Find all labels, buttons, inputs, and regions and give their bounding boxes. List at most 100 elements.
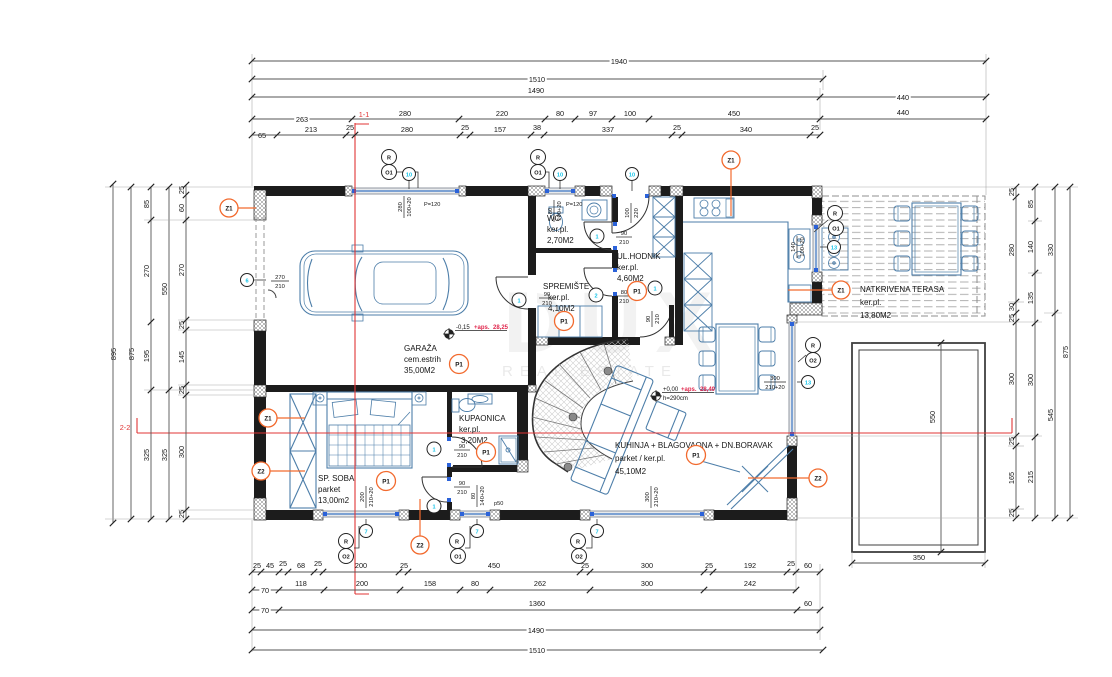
dim-texts-right: 25 280 30 25 300 25 165 25 85 140 135 30… — [911, 188, 1070, 564]
dim-texts-top: 1940 1510 1490 440 263 280 220 80 97 100… — [258, 55, 911, 140]
svg-text:ker.pl.: ker.pl. — [459, 425, 480, 434]
svg-text:60: 60 — [804, 599, 812, 608]
svg-text:262: 262 — [534, 579, 546, 588]
room-garage: GARAŽA cem.estrih 35,00M2 — [404, 344, 441, 375]
svg-text:90: 90 — [621, 231, 627, 237]
svg-text:7: 7 — [364, 530, 367, 536]
svg-text:210: 210 — [457, 453, 467, 459]
room-storage: SPREMIŠTE ker.pl. 4,10M2 — [543, 282, 589, 313]
level-markers: -0,15 +aps. 28,25 +0,00 +aps. 28,40 h=29… — [443, 325, 716, 402]
svg-text:Z2: Z2 — [416, 543, 424, 550]
svg-text:280: 280 — [1007, 244, 1016, 256]
svg-text:28,25: 28,25 — [493, 325, 509, 331]
svg-text:P1: P1 — [692, 453, 700, 460]
terrace-set — [893, 202, 979, 276]
svg-text:1940: 1940 — [611, 57, 627, 66]
svg-text:80: 80 — [548, 208, 554, 214]
svg-text:6: 6 — [245, 279, 248, 285]
svg-text:140: 140 — [1026, 241, 1035, 253]
svg-text:R: R — [811, 344, 815, 350]
svg-text:KUPAONICA: KUPAONICA — [459, 414, 506, 423]
svg-text:210: 210 — [457, 490, 467, 496]
label-east-window: 300 210+20 — [764, 376, 786, 391]
svg-text:28,40: 28,40 — [700, 387, 716, 393]
svg-text:25: 25 — [673, 123, 681, 132]
svg-text:25: 25 — [1007, 509, 1016, 517]
svg-text:60: 60 — [177, 204, 186, 212]
svg-text:100+20: 100+20 — [800, 237, 806, 257]
svg-text:25: 25 — [177, 186, 186, 194]
label-bath-door: 90 210 — [454, 444, 470, 459]
svg-text:280: 280 — [401, 125, 413, 134]
svg-text:100: 100 — [624, 109, 636, 118]
svg-text:270: 270 — [275, 275, 285, 281]
svg-text:cem.estrih: cem.estrih — [404, 355, 441, 364]
svg-text:210+20: 210+20 — [765, 385, 785, 391]
svg-text:25: 25 — [177, 386, 186, 394]
svg-text:Z1: Z1 — [225, 206, 233, 213]
svg-text:R: R — [344, 540, 348, 546]
svg-text:R: R — [833, 212, 837, 218]
car — [299, 244, 469, 322]
svg-text:145: 145 — [177, 351, 186, 363]
svg-text:1510: 1510 — [529, 75, 545, 84]
svg-text:2: 2 — [594, 294, 597, 300]
svg-text:P1: P1 — [482, 450, 490, 457]
svg-text:90: 90 — [459, 444, 465, 450]
svg-text:ker.pl.: ker.pl. — [617, 263, 638, 272]
marker-circles-orange — [219, 150, 851, 555]
svg-text:Z1: Z1 — [837, 288, 845, 295]
svg-text:210: 210 — [275, 284, 285, 290]
svg-text:R: R — [536, 156, 540, 162]
svg-text:25: 25 — [811, 123, 819, 132]
svg-text:100: 100 — [625, 208, 631, 218]
svg-text:+aps.: +aps. — [474, 325, 490, 331]
dim-texts-bottom: 25 45 25 68 25 200 25 450 25 300 25 192 … — [253, 559, 812, 657]
svg-text:100+20: 100+20 — [557, 201, 563, 221]
svg-text:O2: O2 — [809, 359, 816, 365]
svg-text:300: 300 — [770, 376, 780, 382]
svg-text:1: 1 — [653, 287, 656, 293]
svg-text:200: 200 — [356, 579, 368, 588]
svg-text:337: 337 — [602, 125, 614, 134]
svg-text:85: 85 — [142, 200, 151, 208]
furniture — [289, 196, 979, 510]
svg-text:70: 70 — [261, 586, 269, 595]
svg-text:350: 350 — [913, 553, 925, 562]
svg-text:1510: 1510 — [529, 646, 545, 655]
wc-fixtures — [548, 199, 608, 231]
svg-text:Z2: Z2 — [814, 476, 822, 483]
svg-text:3,20M2: 3,20M2 — [461, 436, 488, 445]
svg-text:Z1: Z1 — [264, 416, 272, 423]
bath-fixtures — [451, 393, 519, 465]
svg-text:25: 25 — [253, 561, 261, 570]
marker-circles-bw — [240, 149, 844, 564]
svg-text:7: 7 — [475, 530, 478, 536]
level-living: +0,00 +aps. 28,40 h=290cm — [650, 387, 716, 402]
svg-text:100+20: 100+20 — [407, 197, 413, 217]
svg-text:80: 80 — [621, 290, 627, 296]
svg-text:97: 97 — [589, 109, 597, 118]
wall-piers — [253, 185, 823, 521]
svg-text:30: 30 — [1007, 303, 1016, 311]
svg-text:25: 25 — [1007, 437, 1016, 445]
svg-text:13: 13 — [831, 246, 837, 252]
room-terrace: NATKRIVENA TERASA ker.pl. 13,80M2 — [860, 285, 945, 320]
room-bedroom: SP. SOBA parket 13,00m2 — [318, 474, 355, 505]
svg-text:210+20: 210+20 — [369, 487, 375, 507]
svg-text:h=290cm: h=290cm — [663, 396, 688, 402]
svg-text:300: 300 — [1026, 374, 1035, 386]
svg-text:1490: 1490 — [528, 86, 544, 95]
svg-text:450: 450 — [728, 109, 740, 118]
svg-text:157: 157 — [494, 125, 506, 134]
bed — [312, 391, 427, 469]
svg-text:O2: O2 — [575, 555, 582, 561]
svg-text:140: 140 — [791, 242, 797, 252]
svg-text:13,00m2: 13,00m2 — [318, 496, 350, 505]
svg-text:440: 440 — [897, 93, 909, 102]
svg-text:330: 330 — [1046, 244, 1055, 256]
svg-text:270: 270 — [177, 264, 186, 276]
svg-text:165: 165 — [1007, 472, 1016, 484]
svg-text:875: 875 — [127, 348, 136, 360]
